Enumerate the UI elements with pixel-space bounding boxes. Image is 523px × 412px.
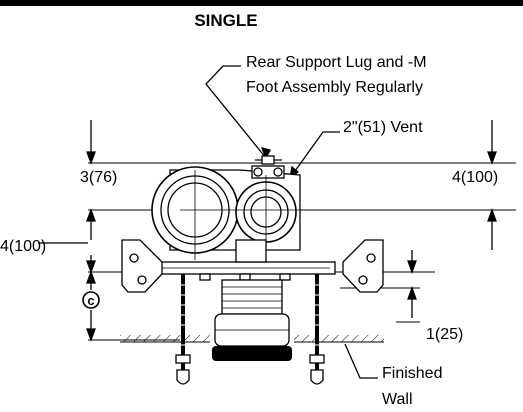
rear-support-label-line2: Foot Assembly Regularly xyxy=(246,79,423,96)
finished-wall-leader xyxy=(344,343,378,379)
diagram-title: SINGLE xyxy=(194,11,257,30)
circled-c-letter: c xyxy=(87,293,94,308)
finished-wall-label-line2: Wall xyxy=(382,391,413,408)
dimension-label-left-4-100: 4(100) xyxy=(0,238,46,255)
vent-label: 2"(51) Vent xyxy=(343,119,423,136)
drawing-lines xyxy=(38,65,516,385)
gasket-band xyxy=(212,346,292,361)
rod-threads xyxy=(181,284,319,346)
circled-c-symbol xyxy=(82,291,100,309)
dimension-label-1-25: 1(25) xyxy=(426,326,463,343)
dimension-label-3-76: 3(76) xyxy=(80,169,117,186)
finished-wall-label-line1: Finished xyxy=(382,365,442,382)
rear-support-label-line1: Rear Support Lug and -M xyxy=(246,54,427,71)
top-border-band xyxy=(0,0,523,6)
dimension-label-right-4-100: 4(100) xyxy=(452,169,498,186)
rear-support-leader xyxy=(205,65,267,159)
